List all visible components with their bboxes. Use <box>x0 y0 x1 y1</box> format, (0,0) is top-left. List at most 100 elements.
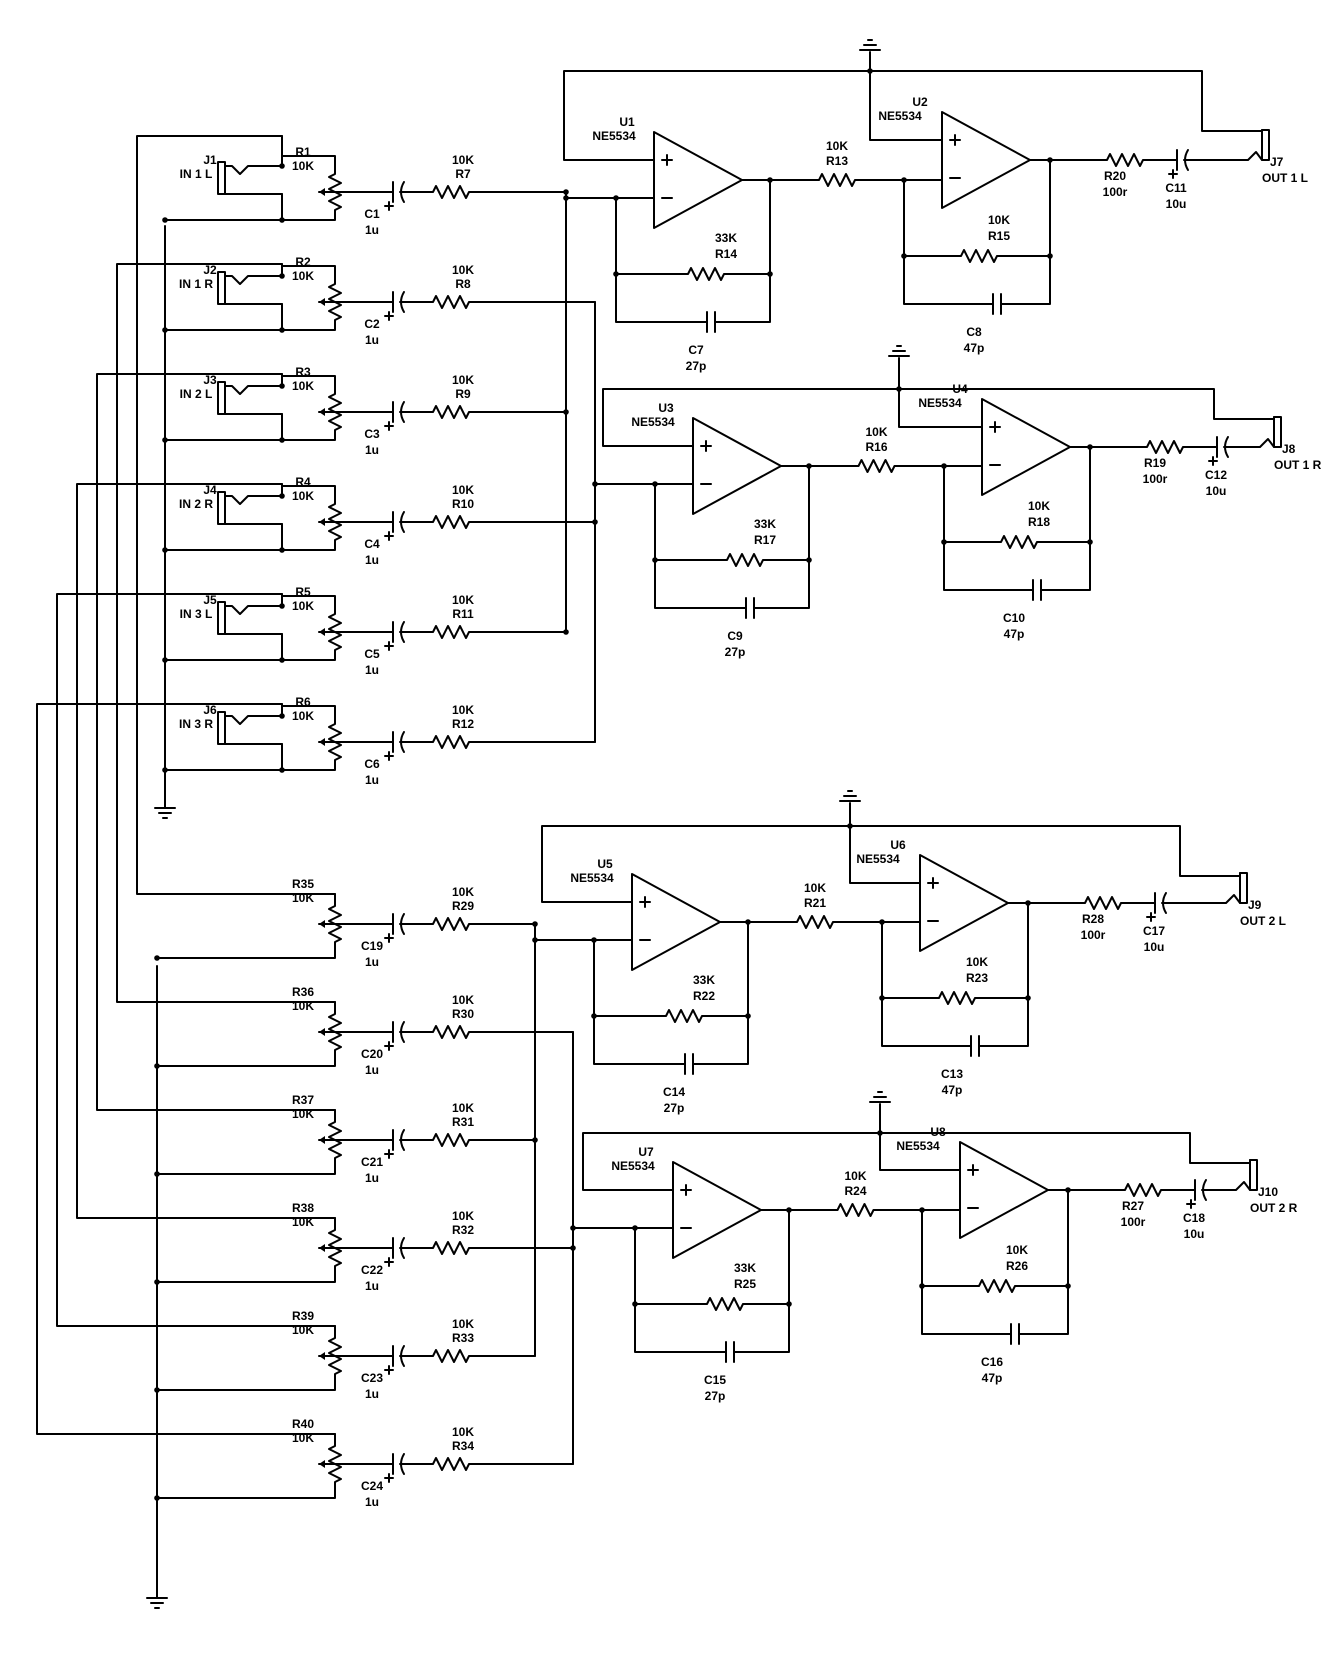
wire <box>593 1015 675 1065</box>
cap-fb-c16 <box>999 1323 1031 1345</box>
res-out-r28 <box>1067 896 1139 910</box>
res-ref: R27 <box>1122 1199 1144 1213</box>
res-value: 10K <box>452 263 474 277</box>
jack-label: IN 2 L <box>180 387 213 401</box>
jack-sleeve-wire <box>281 523 336 551</box>
input-jack-j4 <box>217 491 283 525</box>
input-jack-j2 <box>217 271 283 305</box>
res-ref: R32 <box>452 1223 474 1237</box>
res-fb-r14 <box>645 267 767 281</box>
cap-ref: C9 <box>727 629 743 643</box>
cap-in-c20 <box>381 1021 413 1051</box>
res-in-r12 <box>411 735 491 749</box>
res-value: 10K <box>452 993 474 1007</box>
wire <box>593 939 625 1017</box>
inv-input-wire <box>534 923 633 941</box>
opamp-u4 <box>981 398 1071 496</box>
res-fb-r23 <box>911 991 1003 1005</box>
cap-fb-c13 <box>959 1035 991 1057</box>
jack-label: IN 1 L <box>180 167 213 181</box>
junction-dot <box>162 217 168 223</box>
cap-fb-c10 <box>1021 579 1053 601</box>
res-ref: R11 <box>452 607 474 621</box>
cap-value: 1u <box>365 1171 379 1185</box>
res-ref: R26 <box>1006 1259 1028 1273</box>
wire <box>903 255 983 305</box>
cross-wire-0 <box>136 135 336 895</box>
res-ref: R31 <box>452 1115 474 1129</box>
pot-value: 10K <box>292 1215 314 1229</box>
jack-label: OUT 1 R <box>1274 458 1322 472</box>
opamp-part: NE5534 <box>878 109 922 123</box>
wire <box>1029 1285 1069 1335</box>
wire <box>764 559 810 609</box>
res-value: 10K <box>966 955 988 969</box>
res-value: 10K <box>1006 1243 1028 1257</box>
res-ref: R18 <box>1028 515 1050 529</box>
cap-fb-c8 <box>981 293 1013 315</box>
wire <box>784 1209 790 1305</box>
cap-in-c24 <box>381 1453 413 1483</box>
cap-ref: C6 <box>364 757 380 771</box>
wire <box>634 1227 666 1305</box>
pot-value: 10K <box>292 379 314 393</box>
res-value: 10K <box>452 885 474 899</box>
pot-value: 10K <box>292 1107 314 1121</box>
opamp-part: NE5534 <box>856 852 900 866</box>
cap-value: 27p <box>686 359 707 373</box>
junction-dot <box>279 327 285 333</box>
res-value: 10K <box>452 593 474 607</box>
res-out-r19 <box>1129 440 1201 454</box>
cap-value: 1u <box>365 663 379 677</box>
res-ref: R21 <box>804 896 826 910</box>
res-ref: R13 <box>826 154 848 168</box>
res-ref: R30 <box>452 1007 474 1021</box>
opamp-ref: U1 <box>619 115 635 129</box>
jack-sleeve-wire <box>281 743 336 771</box>
jack-sleeve-loop <box>869 70 1263 132</box>
wire <box>744 1303 790 1353</box>
pot-value: 10K <box>292 599 314 613</box>
cap-value: 1u <box>365 553 379 567</box>
cross-wire-4 <box>56 593 336 1327</box>
junction-dot <box>570 1225 576 1231</box>
res-ref: R15 <box>988 229 1010 243</box>
res-fb-r17 <box>684 553 806 567</box>
cap-in-c4 <box>381 511 413 541</box>
cap-fb-c14 <box>673 1053 705 1075</box>
opamp-u5 <box>631 873 721 971</box>
res-fb-r18 <box>973 535 1065 549</box>
opamp-ref: U6 <box>890 838 906 852</box>
pot-bottom-ground <box>156 1055 336 1067</box>
wires <box>36 51 1275 1599</box>
output-jack-j10 <box>1219 1159 1258 1191</box>
wire <box>615 197 647 275</box>
pot-ref: R4 <box>295 475 311 489</box>
res-fb-r15 <box>933 249 1025 263</box>
cap-in-c6 <box>381 731 413 761</box>
input-jack-j6 <box>217 711 283 745</box>
res-fb-r22 <box>623 1009 745 1023</box>
res-value: 10K <box>804 881 826 895</box>
opamp-u3 <box>692 417 782 515</box>
pot-value: 10K <box>292 1323 314 1337</box>
jack-sleeve-wire <box>281 303 336 331</box>
res-ref: R25 <box>734 1277 756 1291</box>
noninv-a-wire <box>541 802 851 903</box>
wire <box>743 921 749 1017</box>
cap-in-c23 <box>381 1345 413 1375</box>
wire <box>943 465 975 543</box>
pot-value: 10K <box>292 891 314 905</box>
cap-ref: C5 <box>364 647 380 661</box>
pot-r37 <box>319 1115 342 1165</box>
noninv-b-wire <box>849 825 921 884</box>
wire <box>1041 1189 1069 1287</box>
res-ref: R20 <box>1104 169 1126 183</box>
jack-ref: J10 <box>1258 1185 1278 1199</box>
res-value: 33K <box>715 231 737 245</box>
opamp-u8 <box>959 1141 1049 1239</box>
pot-value: 10K <box>292 489 314 503</box>
res-value: 33K <box>693 973 715 987</box>
res-value: 10K <box>826 139 848 153</box>
junction-dot <box>154 955 160 961</box>
